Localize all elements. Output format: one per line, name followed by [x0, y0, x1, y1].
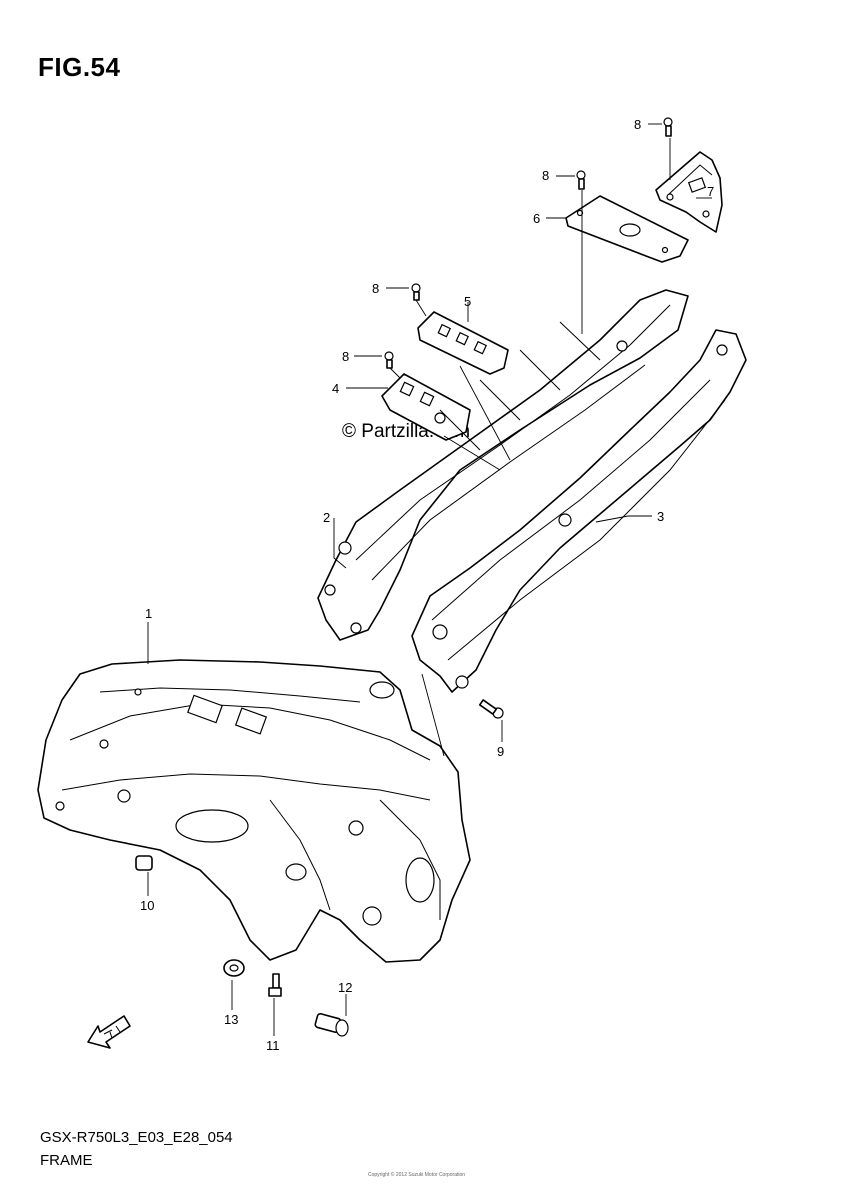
callout-8-plate6: 8	[542, 168, 549, 183]
callout-2: 2	[323, 510, 330, 525]
part-2-seat-rail[interactable]	[317, 289, 689, 641]
part-7-bracket[interactable]	[655, 151, 723, 233]
part-3-sub-frame[interactable]	[411, 329, 747, 693]
callout-11: 11	[266, 1038, 280, 1053]
bolt-12[interactable]	[314, 1013, 349, 1037]
callout-5: 5	[464, 294, 471, 309]
callout-9: 9	[497, 744, 504, 759]
fwd-arrow-icon	[87, 1015, 131, 1049]
part-4-plate[interactable]	[381, 373, 471, 441]
washer-13[interactable]	[223, 959, 245, 977]
part-6-plate[interactable]	[565, 195, 689, 263]
diagram-code: GSX-R750L3_E03_E28_054	[40, 1129, 233, 1146]
bolt-11[interactable]	[268, 973, 282, 997]
callout-7: 7	[707, 184, 714, 199]
callout-10: 10	[140, 898, 154, 913]
part-1-main-frame[interactable]	[37, 659, 471, 963]
callout-1: 1	[145, 606, 152, 621]
diagram-name: FRAME	[40, 1152, 93, 1169]
part-5-plate[interactable]	[417, 311, 509, 375]
callout-8-top: 8	[634, 117, 641, 132]
callout-8-plate5: 8	[372, 281, 379, 296]
callout-8-plate4: 8	[342, 349, 349, 364]
collar-10[interactable]	[135, 855, 153, 871]
callout-13: 13	[224, 1012, 238, 1027]
copyright-fine-print: Copyright © 2012 Suzuki Motor Corporatio…	[368, 1172, 466, 1178]
callout-12: 12	[338, 980, 352, 995]
callout-6: 6	[533, 211, 540, 226]
callout-4: 4	[332, 381, 339, 396]
bolt-8-top[interactable]	[663, 117, 673, 137]
bolt-9[interactable]	[478, 699, 504, 719]
callout-3: 3	[657, 509, 664, 524]
leader-lines	[147, 123, 712, 1036]
bolt-8-plate4[interactable]	[384, 351, 394, 369]
bolt-8-plate5[interactable]	[411, 283, 421, 301]
figure-title: FIG.54	[38, 52, 121, 82]
bolt-8-plate6[interactable]	[576, 170, 586, 190]
